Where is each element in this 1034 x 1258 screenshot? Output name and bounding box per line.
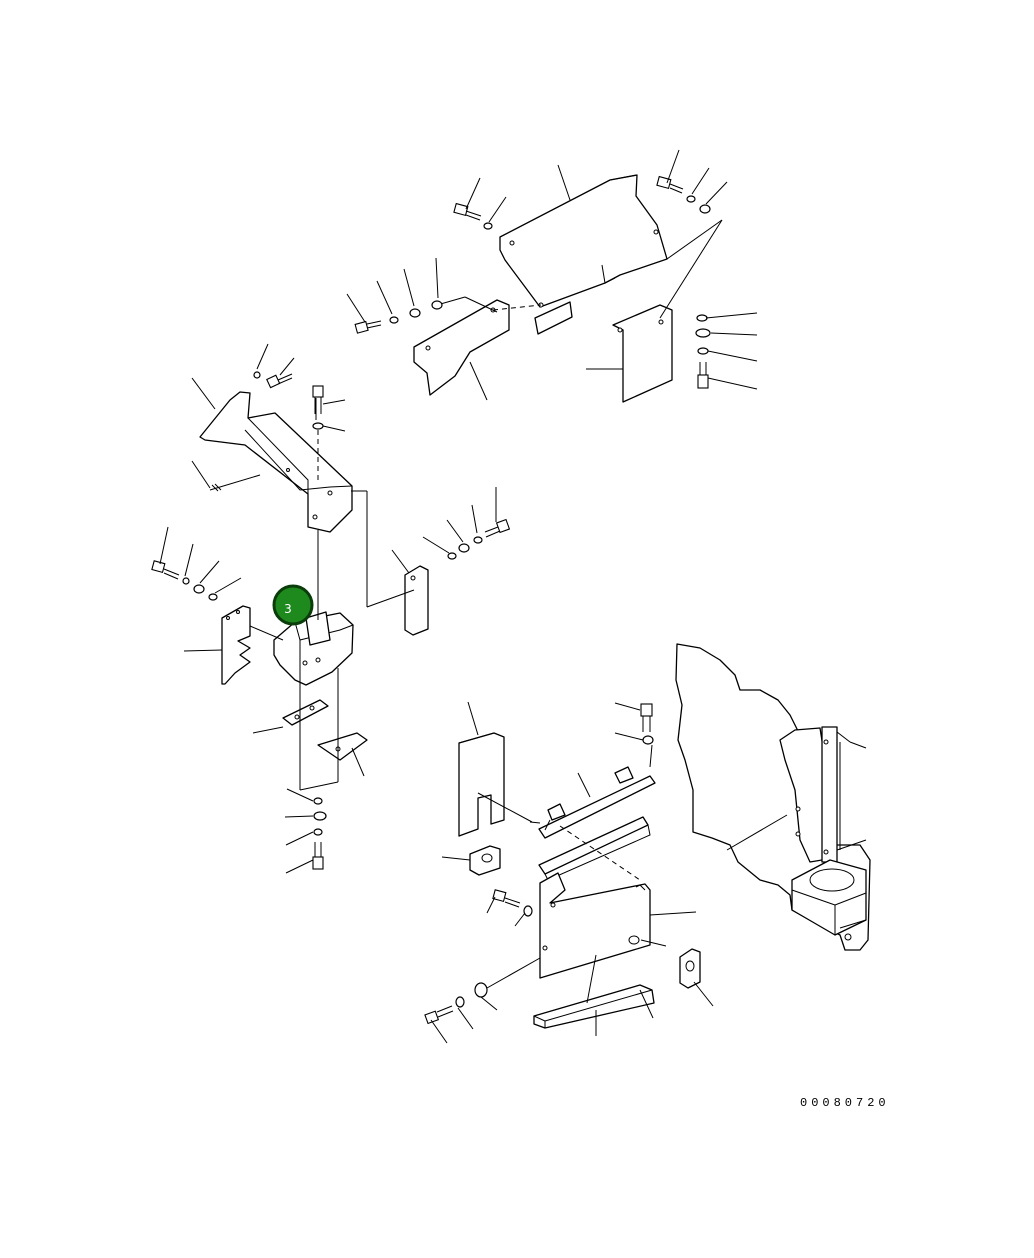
upper-bracket[interactable]: [199, 391, 353, 533]
washer-bottom-1[interactable]: [313, 797, 323, 805]
rail-tab-1: [547, 803, 566, 821]
frame-upright: [821, 726, 838, 863]
washer-bottom-3[interactable]: [313, 828, 323, 836]
washer-bottom-large[interactable]: [474, 982, 488, 998]
washer-right-2[interactable]: [695, 328, 711, 338]
upper-right-cover-group: [346, 149, 758, 403]
rail-tab-2: [614, 766, 634, 784]
left-plate[interactable]: [221, 605, 251, 685]
callout-label: 3: [284, 602, 292, 616]
washer-mid-3[interactable]: [431, 300, 443, 310]
bolt-lower-left[interactable]: [492, 889, 521, 908]
angle-plate-1[interactable]: [282, 699, 329, 726]
angle-plate-2[interactable]: [317, 732, 368, 761]
washer-left-middle-2[interactable]: [193, 584, 205, 594]
washer-lower-top[interactable]: [642, 735, 654, 745]
upper-cover-plate[interactable]: [499, 174, 668, 308]
right-side-plate[interactable]: [612, 304, 673, 403]
bolt-left-middle[interactable]: [151, 560, 180, 580]
callout-circle[interactable]: [272, 584, 314, 626]
callout-marker[interactable]: 3: [272, 584, 314, 626]
bolt-right-middle[interactable]: [484, 518, 511, 538]
left-side-plate[interactable]: [413, 299, 510, 396]
left-bracket-group: [151, 343, 511, 874]
washer-bracket-top[interactable]: [312, 422, 324, 430]
drawing-number: 00080720: [800, 1096, 890, 1110]
washer-top-left[interactable]: [253, 371, 261, 379]
bolt-bracket-top[interactable]: [312, 385, 324, 414]
washer-bottom-2[interactable]: [313, 811, 327, 821]
bolt-top-left[interactable]: [266, 373, 293, 389]
bolt-mid-left[interactable]: [354, 320, 382, 334]
lower-side-plate[interactable]: [539, 872, 651, 979]
washer-left-middle-1[interactable]: [182, 577, 190, 585]
small-strip[interactable]: [404, 565, 429, 636]
washer-mid-2[interactable]: [409, 308, 421, 318]
rubber-pad[interactable]: [458, 732, 505, 837]
washer-right-middle-1[interactable]: [473, 536, 483, 544]
washer-bottom-left[interactable]: [455, 996, 465, 1008]
bolt-right-vertical[interactable]: [697, 362, 709, 389]
lower-right-group: [424, 643, 871, 1044]
bolt-lower-top[interactable]: [640, 703, 653, 732]
bolt-bottom-left[interactable]: [424, 1005, 454, 1025]
bracket-clip: [305, 611, 331, 646]
washer-upper-right-2[interactable]: [699, 204, 711, 214]
upper-cover-tab: [534, 301, 573, 335]
washer-right-middle-2[interactable]: [458, 543, 470, 553]
washer-right-3[interactable]: [697, 347, 709, 355]
bolt-bottom-vertical[interactable]: [312, 842, 324, 870]
washer-upper-right-1[interactable]: [686, 195, 696, 203]
washer-mid-1[interactable]: [389, 316, 399, 324]
bolt-upper-right[interactable]: [656, 175, 684, 194]
washer-right-1[interactable]: [696, 314, 708, 322]
washer-right-middle-3[interactable]: [447, 552, 457, 560]
washer-lower-left[interactable]: [523, 905, 533, 917]
bolt-upper-left[interactable]: [453, 202, 482, 221]
washer-left-middle-3[interactable]: [208, 593, 218, 601]
washer-upper-left[interactable]: [483, 222, 493, 230]
upper-rail[interactable]: [538, 775, 656, 839]
